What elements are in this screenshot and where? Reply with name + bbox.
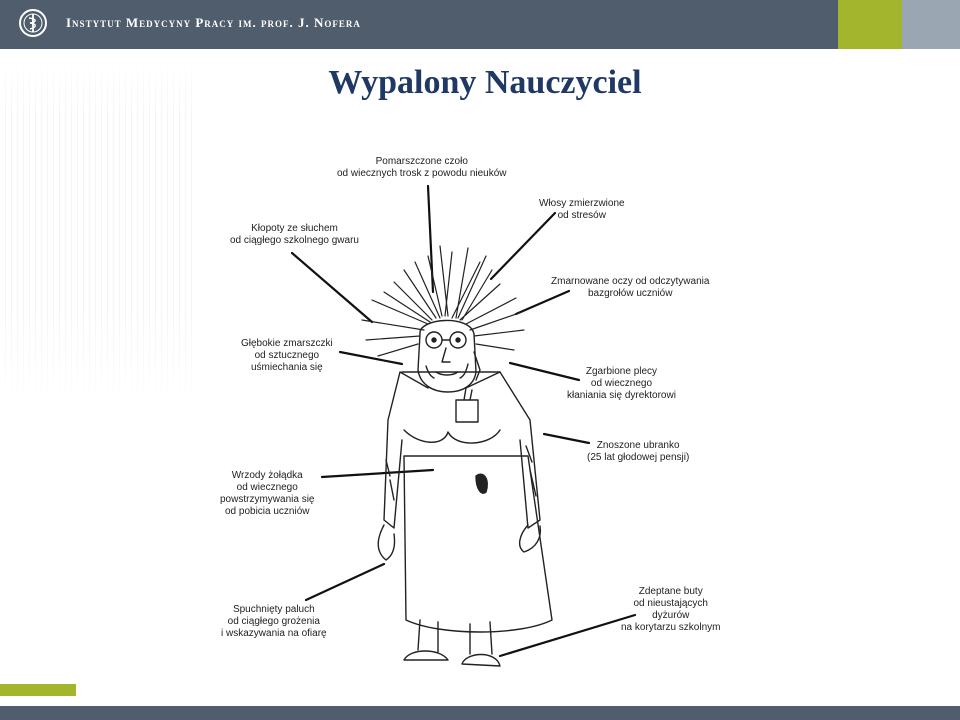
callout-lines: [290, 184, 637, 658]
label-hair: Włosy zmierzwione od stresów: [539, 198, 625, 221]
label-clothes: Znoszone ubranko (25 lat głodowej pensji…: [587, 440, 690, 463]
label-shoes: Zdeptane buty od nieustających dyżurów n…: [621, 586, 721, 633]
hair-strands: [361, 245, 525, 357]
decorative-stripes: [5, 58, 195, 408]
label-back: Zgarbione plecy od wiecznego kłaniania s…: [567, 366, 676, 401]
header-bar: [0, 0, 960, 49]
label-eyes: Zmarnowane oczy od odczytywania bazgrołó…: [551, 276, 710, 299]
footer-bar: [0, 706, 960, 720]
label-stomach: Wrzody żołądka od wiecznego powstrzymywa…: [220, 470, 315, 517]
label-forehead: Pomarszczone czoło od wiecznych trosk z …: [337, 156, 507, 179]
institute-name: Instytut Medycyny Pracy im. prof. J. Nof…: [66, 15, 361, 30]
header-accent-grey: [902, 0, 960, 49]
slide-title: Wypalony Nauczyciel: [328, 64, 642, 101]
body: [377, 371, 553, 667]
label-hearing: Kłopoty ze słuchem od ciągłego szkolnego…: [230, 223, 359, 246]
institute-logo-icon: [19, 9, 47, 37]
footer-accent-green: [0, 684, 76, 696]
label-finger: Spuchnięty paluch od ciągłego grożenia i…: [221, 604, 327, 639]
head: [417, 319, 481, 393]
label-wrinkles: Głębokie zmarszczki od sztucznego uśmiec…: [241, 338, 333, 373]
header-accent-green: [838, 0, 902, 49]
